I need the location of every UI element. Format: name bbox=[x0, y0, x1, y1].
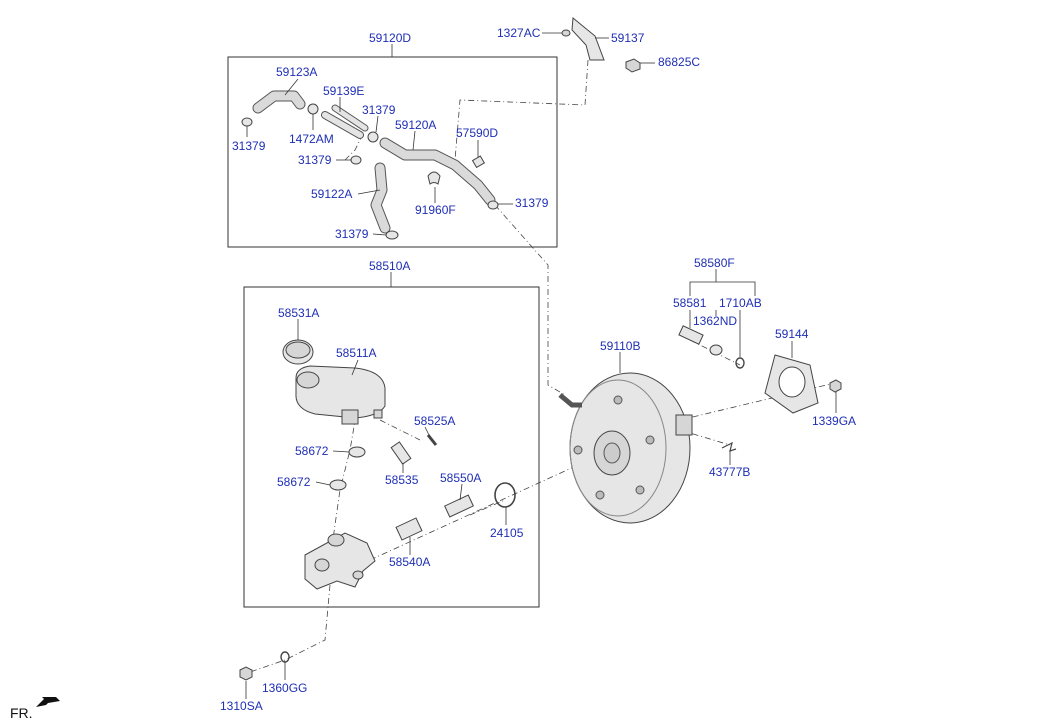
label-hose-59123A[interactable]: 59123A bbox=[276, 65, 317, 79]
valve-57590D bbox=[471, 155, 486, 169]
clip-43777B bbox=[721, 441, 737, 452]
clamp-31379-d bbox=[487, 200, 499, 210]
label-master-cylinder-group[interactable]: 58510A bbox=[369, 259, 410, 273]
label-clip-1472AM[interactable]: 1472AM bbox=[289, 132, 334, 146]
nut-1362ND bbox=[709, 344, 723, 356]
clevis-58581 bbox=[678, 325, 704, 345]
bolt-1327AC bbox=[561, 29, 571, 37]
label-reservoir-58511A[interactable]: 58511A bbox=[336, 346, 376, 360]
label-bolt-1327AC[interactable]: 1327AC bbox=[497, 26, 541, 40]
label-valve-57590D[interactable]: 57590D bbox=[456, 126, 498, 140]
cap-58531A bbox=[282, 339, 314, 365]
hose-59120A bbox=[379, 137, 496, 206]
bracket-59137 bbox=[571, 17, 605, 61]
label-connector-59139E[interactable]: 59139E bbox=[323, 84, 364, 98]
master-cylinder-body bbox=[304, 532, 376, 590]
front-indicator-label: FR. bbox=[10, 705, 33, 721]
label-clamp-91960F[interactable]: 91960F bbox=[415, 203, 456, 217]
nut-1339GA bbox=[829, 379, 842, 393]
piston-58540A bbox=[395, 517, 423, 541]
clamp-31379-c bbox=[350, 155, 362, 165]
label-clevis-kit-group[interactable]: 58580F bbox=[694, 256, 735, 270]
label-clamp-31379-b[interactable]: 31379 bbox=[362, 103, 396, 117]
seal-58535 bbox=[390, 441, 412, 465]
booster-59110B bbox=[558, 372, 693, 524]
label-booster-59110B[interactable]: 59110B bbox=[600, 339, 640, 353]
label-piston-58550A[interactable]: 58550A bbox=[440, 471, 481, 485]
label-grommet-58672-a[interactable]: 58672 bbox=[295, 444, 329, 458]
label-bracket-59137[interactable]: 59137 bbox=[611, 31, 645, 45]
clamp-31379-e bbox=[385, 230, 399, 240]
clamp-31379-b bbox=[367, 131, 379, 143]
label-washer-1710AB[interactable]: 1710AB bbox=[719, 296, 762, 310]
piston-58550A bbox=[444, 494, 474, 518]
grommet-58672-b bbox=[329, 479, 347, 491]
pin-58525A bbox=[426, 434, 438, 446]
label-clamp-31379-e[interactable]: 31379 bbox=[335, 227, 369, 241]
washer-1710AB bbox=[735, 357, 745, 369]
label-clamp-31379-a[interactable]: 31379 bbox=[232, 139, 266, 153]
washer-1360GG bbox=[280, 651, 290, 663]
label-nut-1310SA[interactable]: 1310SA bbox=[220, 699, 263, 713]
label-hose-59120A[interactable]: 59120A bbox=[395, 118, 436, 132]
clamp-31379-a bbox=[241, 117, 253, 127]
hose-59123A bbox=[252, 90, 306, 114]
hose-kit-box bbox=[227, 56, 558, 248]
label-hose-kit-group[interactable]: 59120D bbox=[369, 31, 411, 45]
label-clamp-31379-c[interactable]: 31379 bbox=[298, 153, 332, 167]
clamp-91960F bbox=[427, 171, 441, 185]
label-nut-86825C[interactable]: 86825C bbox=[658, 55, 700, 69]
label-grommet-58672-b[interactable]: 58672 bbox=[277, 475, 311, 489]
master-cylinder-box bbox=[243, 286, 540, 608]
label-oring-24105[interactable]: 24105 bbox=[490, 526, 524, 540]
label-cap-58531A[interactable]: 58531A bbox=[278, 306, 319, 320]
label-nut-1339GA[interactable]: 1339GA bbox=[812, 414, 856, 428]
oring-24105 bbox=[494, 482, 516, 508]
grommet-58672-a bbox=[348, 446, 366, 458]
label-clamp-31379-d[interactable]: 31379 bbox=[515, 196, 549, 210]
label-gasket-59144[interactable]: 59144 bbox=[775, 327, 809, 341]
label-hose-59122A[interactable]: 59122A bbox=[311, 187, 352, 201]
label-clip-43777B[interactable]: 43777B bbox=[709, 465, 750, 479]
label-piston-58540A[interactable]: 58540A bbox=[389, 555, 430, 569]
label-pin-58525A[interactable]: 58525A bbox=[414, 414, 455, 428]
connector-59139E bbox=[321, 104, 369, 139]
label-nut-1362ND[interactable]: 1362ND bbox=[693, 314, 737, 328]
hose-59122A bbox=[370, 162, 391, 234]
label-washer-1360GG[interactable]: 1360GG bbox=[262, 681, 307, 695]
nut-86825C bbox=[625, 58, 641, 73]
arrow-left-down-icon bbox=[36, 697, 60, 707]
reservoir-58511A bbox=[295, 365, 386, 425]
clip-1472AM bbox=[307, 103, 319, 115]
label-clevis-58581[interactable]: 58581 bbox=[673, 296, 707, 310]
gasket-59144 bbox=[764, 354, 819, 414]
label-seal-58535[interactable]: 58535 bbox=[385, 473, 419, 487]
nut-1310SA bbox=[239, 666, 253, 681]
